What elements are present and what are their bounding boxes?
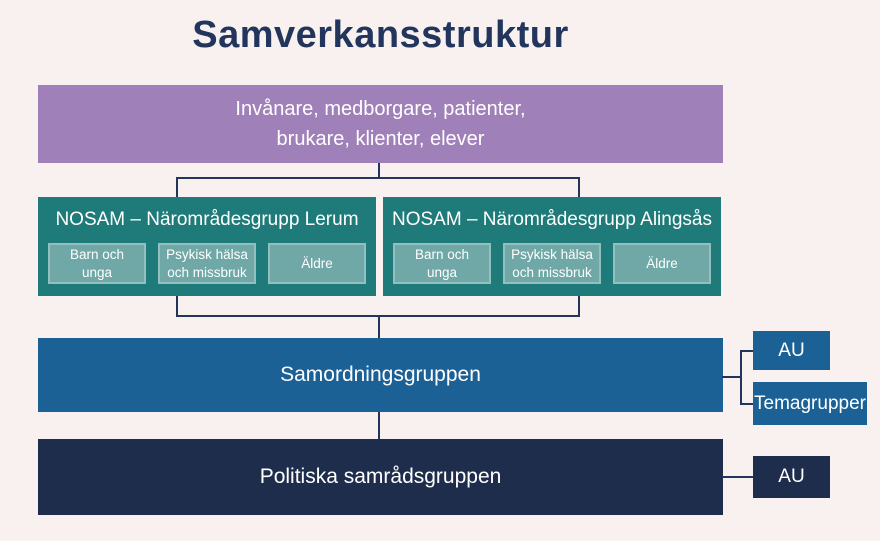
connector-branch-au bbox=[740, 350, 753, 352]
connector-mid-center-vertical bbox=[378, 315, 380, 338]
node-samordning-au: AU bbox=[753, 331, 830, 370]
connector-rise-alingsas bbox=[578, 296, 580, 316]
node-alingsas-barn-och-unga: Barn och unga bbox=[393, 243, 491, 284]
node-lerum-psykisk-halsa: Psykisk hälsa och missbruk bbox=[158, 243, 256, 284]
node-nosam-alingsas: NOSAM – Närområdesgrupp Alingsås Barn oc… bbox=[383, 197, 721, 296]
connector-bottom-center-vertical bbox=[378, 412, 380, 439]
connector-samordning-branch-vertical bbox=[740, 350, 742, 405]
node-nosam-lerum-title: NOSAM – Närområdesgrupp Lerum bbox=[55, 209, 359, 230]
node-invanare-label-line1: Invånare, medborgare, patienter, bbox=[235, 98, 526, 120]
node-temagrupper: Temagrupper bbox=[753, 382, 867, 425]
connector-top-horizontal bbox=[176, 177, 580, 179]
node-invanare: Invånare, medborgare, patienter, brukare… bbox=[38, 85, 723, 163]
node-nosam-alingsas-title: NOSAM – Närområdesgrupp Alingsås bbox=[392, 209, 712, 230]
connector-rise-lerum bbox=[176, 296, 178, 316]
node-lerum-barn-och-unga: Barn och unga bbox=[48, 243, 146, 284]
connector-drop-lerum bbox=[176, 177, 178, 197]
node-politiska-samradsgruppen: Politiska samrådsgruppen bbox=[38, 439, 723, 515]
node-politiska-au: AU bbox=[753, 456, 830, 498]
node-invanare-label-line2: brukare, klienter, elever bbox=[276, 128, 485, 150]
node-nosam-lerum: NOSAM – Närområdesgrupp Lerum Barn och u… bbox=[38, 197, 376, 296]
connector-drop-alingsas bbox=[578, 177, 580, 197]
connector-top-center-vertical bbox=[378, 163, 380, 178]
node-alingsas-psykisk-halsa: Psykisk hälsa och missbruk bbox=[503, 243, 601, 284]
connector-branch-temagrupper bbox=[740, 403, 753, 405]
page-title: Samverkansstruktur bbox=[192, 14, 569, 56]
node-lerum-aldre: Äldre bbox=[268, 243, 366, 284]
nosam-lerum-subgroups: Barn och unga Psykisk hälsa och missbruk… bbox=[38, 243, 376, 284]
connector-samordning-stub bbox=[722, 376, 741, 378]
nosam-alingsas-subgroups: Barn och unga Psykisk hälsa och missbruk… bbox=[383, 243, 721, 284]
node-alingsas-aldre: Äldre bbox=[613, 243, 711, 284]
node-samordningsgruppen: Samordningsgruppen bbox=[38, 338, 723, 412]
connector-politiska-au bbox=[722, 476, 753, 478]
